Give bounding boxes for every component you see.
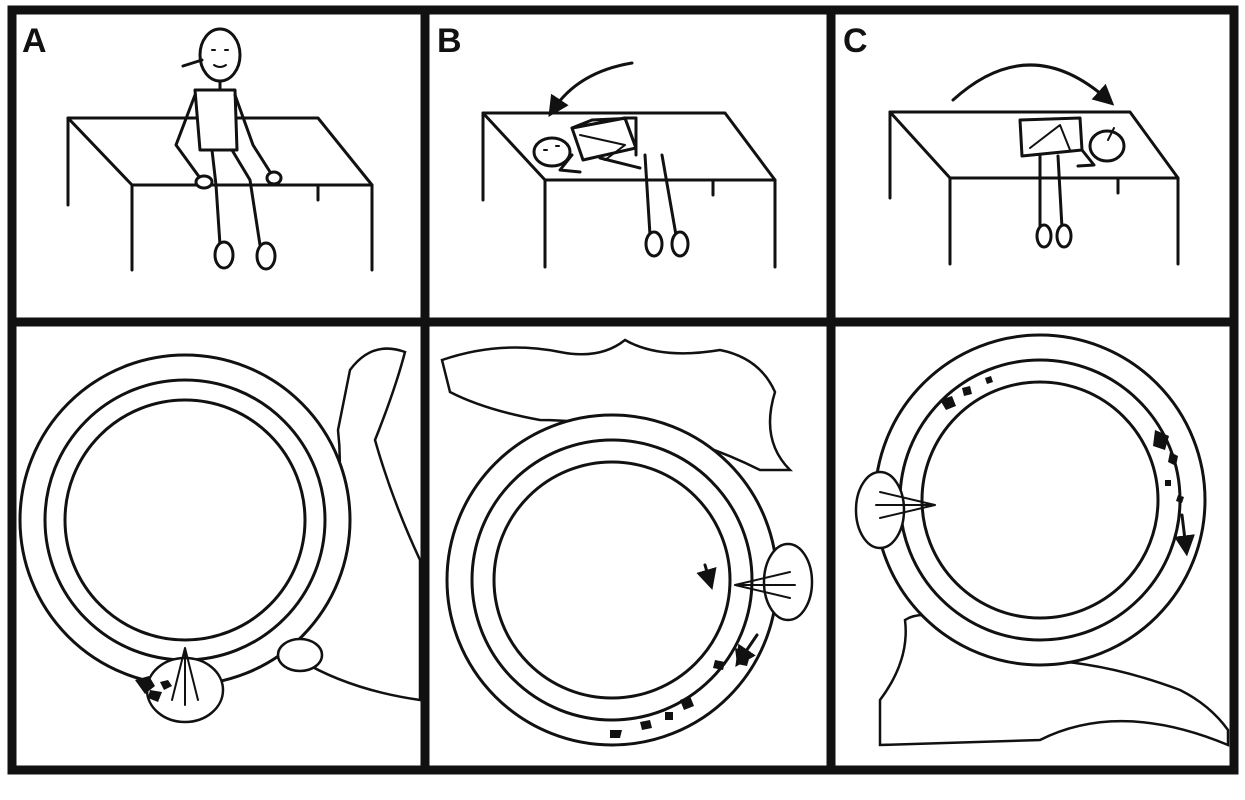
panel-c-table	[888, 110, 1180, 266]
panel-b-rotation-arrow	[548, 61, 634, 118]
panel-c-semicircular-canal	[854, 333, 1230, 747]
panel-c-patient-lying	[1018, 116, 1126, 249]
panel-a-semicircular-canal	[18, 347, 422, 724]
panel-c-rotation-arrow	[951, 63, 1115, 106]
panel-b-table	[481, 111, 777, 269]
panel-b-semicircular-canal	[440, 338, 814, 747]
panel-c-top-frame	[826, 5, 1239, 327]
panel-b-patient-lying	[532, 116, 690, 258]
panel-label-b: B	[437, 22, 462, 60]
panel-label-c: C	[843, 22, 868, 60]
panel-a-patient-sitting	[174, 27, 283, 271]
panel-label-a: A	[22, 22, 47, 60]
